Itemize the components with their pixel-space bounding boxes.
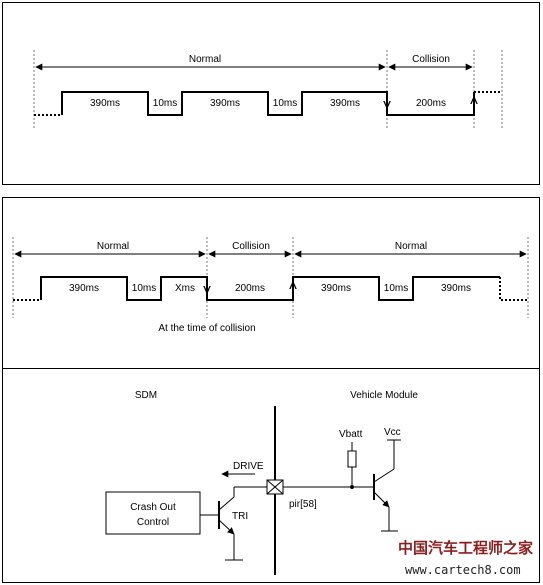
crash-out-control-box — [105, 491, 201, 535]
connector-pin-symbol — [266, 479, 284, 495]
panel1-normal-label: Normal — [189, 54, 221, 65]
timing-panel-1 — [2, 2, 540, 185]
panel1-duration-1: 390ms — [90, 98, 120, 109]
vbatt-label: Vbatt — [339, 429, 363, 440]
panel1-duration-2: 10ms — [153, 98, 177, 109]
panel2-duration-6: 10ms — [384, 283, 408, 294]
panel1-duration-3: 390ms — [210, 98, 240, 109]
vehicle-module-label: Vehicle Module — [350, 390, 418, 401]
panel2-duration-3: Xms — [175, 283, 195, 294]
crash-out-label-line2: Control — [137, 517, 169, 528]
panel2-duration-2: 10ms — [132, 283, 156, 294]
panel2-normal1-label: Normal — [97, 241, 129, 252]
vcc-label: Vcc — [384, 427, 401, 438]
tri-label: TRI — [232, 511, 248, 522]
panel2-waveform — [40, 276, 500, 301]
panel1-collision-label: Collision — [412, 54, 450, 65]
watermark-url: www.cartech8.com — [405, 563, 521, 577]
panel2-collision-label: Collision — [232, 241, 270, 252]
panel2-duration-1: 390ms — [69, 283, 99, 294]
pullup-resistor — [347, 450, 357, 468]
drive-label: DRIVE — [233, 461, 264, 472]
panel2-normal2-label: Normal — [395, 241, 427, 252]
panel1-waveform — [61, 91, 475, 116]
tri-transistor-symbol — [218, 487, 243, 561]
crash-out-label-line1: Crash Out — [130, 502, 176, 513]
panel2-duration-5: 390ms — [321, 283, 351, 294]
panel1-duration-5: 390ms — [330, 98, 360, 109]
vehicle-transistor-symbol — [373, 440, 398, 532]
panel1-duration-6: 200ms — [416, 98, 446, 109]
sdm-label: SDM — [135, 390, 157, 401]
circuit-panel — [2, 368, 540, 583]
pin-label: pir[58] — [289, 499, 317, 510]
watermark-chinese: 中国汽车工程师之家 — [398, 539, 533, 557]
panel1-duration-4: 10ms — [273, 98, 297, 109]
panel2-duration-4: 200ms — [235, 283, 265, 294]
panel2-duration-7: 390ms — [441, 283, 471, 294]
panel2-note: At the time of collision — [158, 323, 255, 334]
panel2-idle-dotted-end — [499, 277, 528, 301]
